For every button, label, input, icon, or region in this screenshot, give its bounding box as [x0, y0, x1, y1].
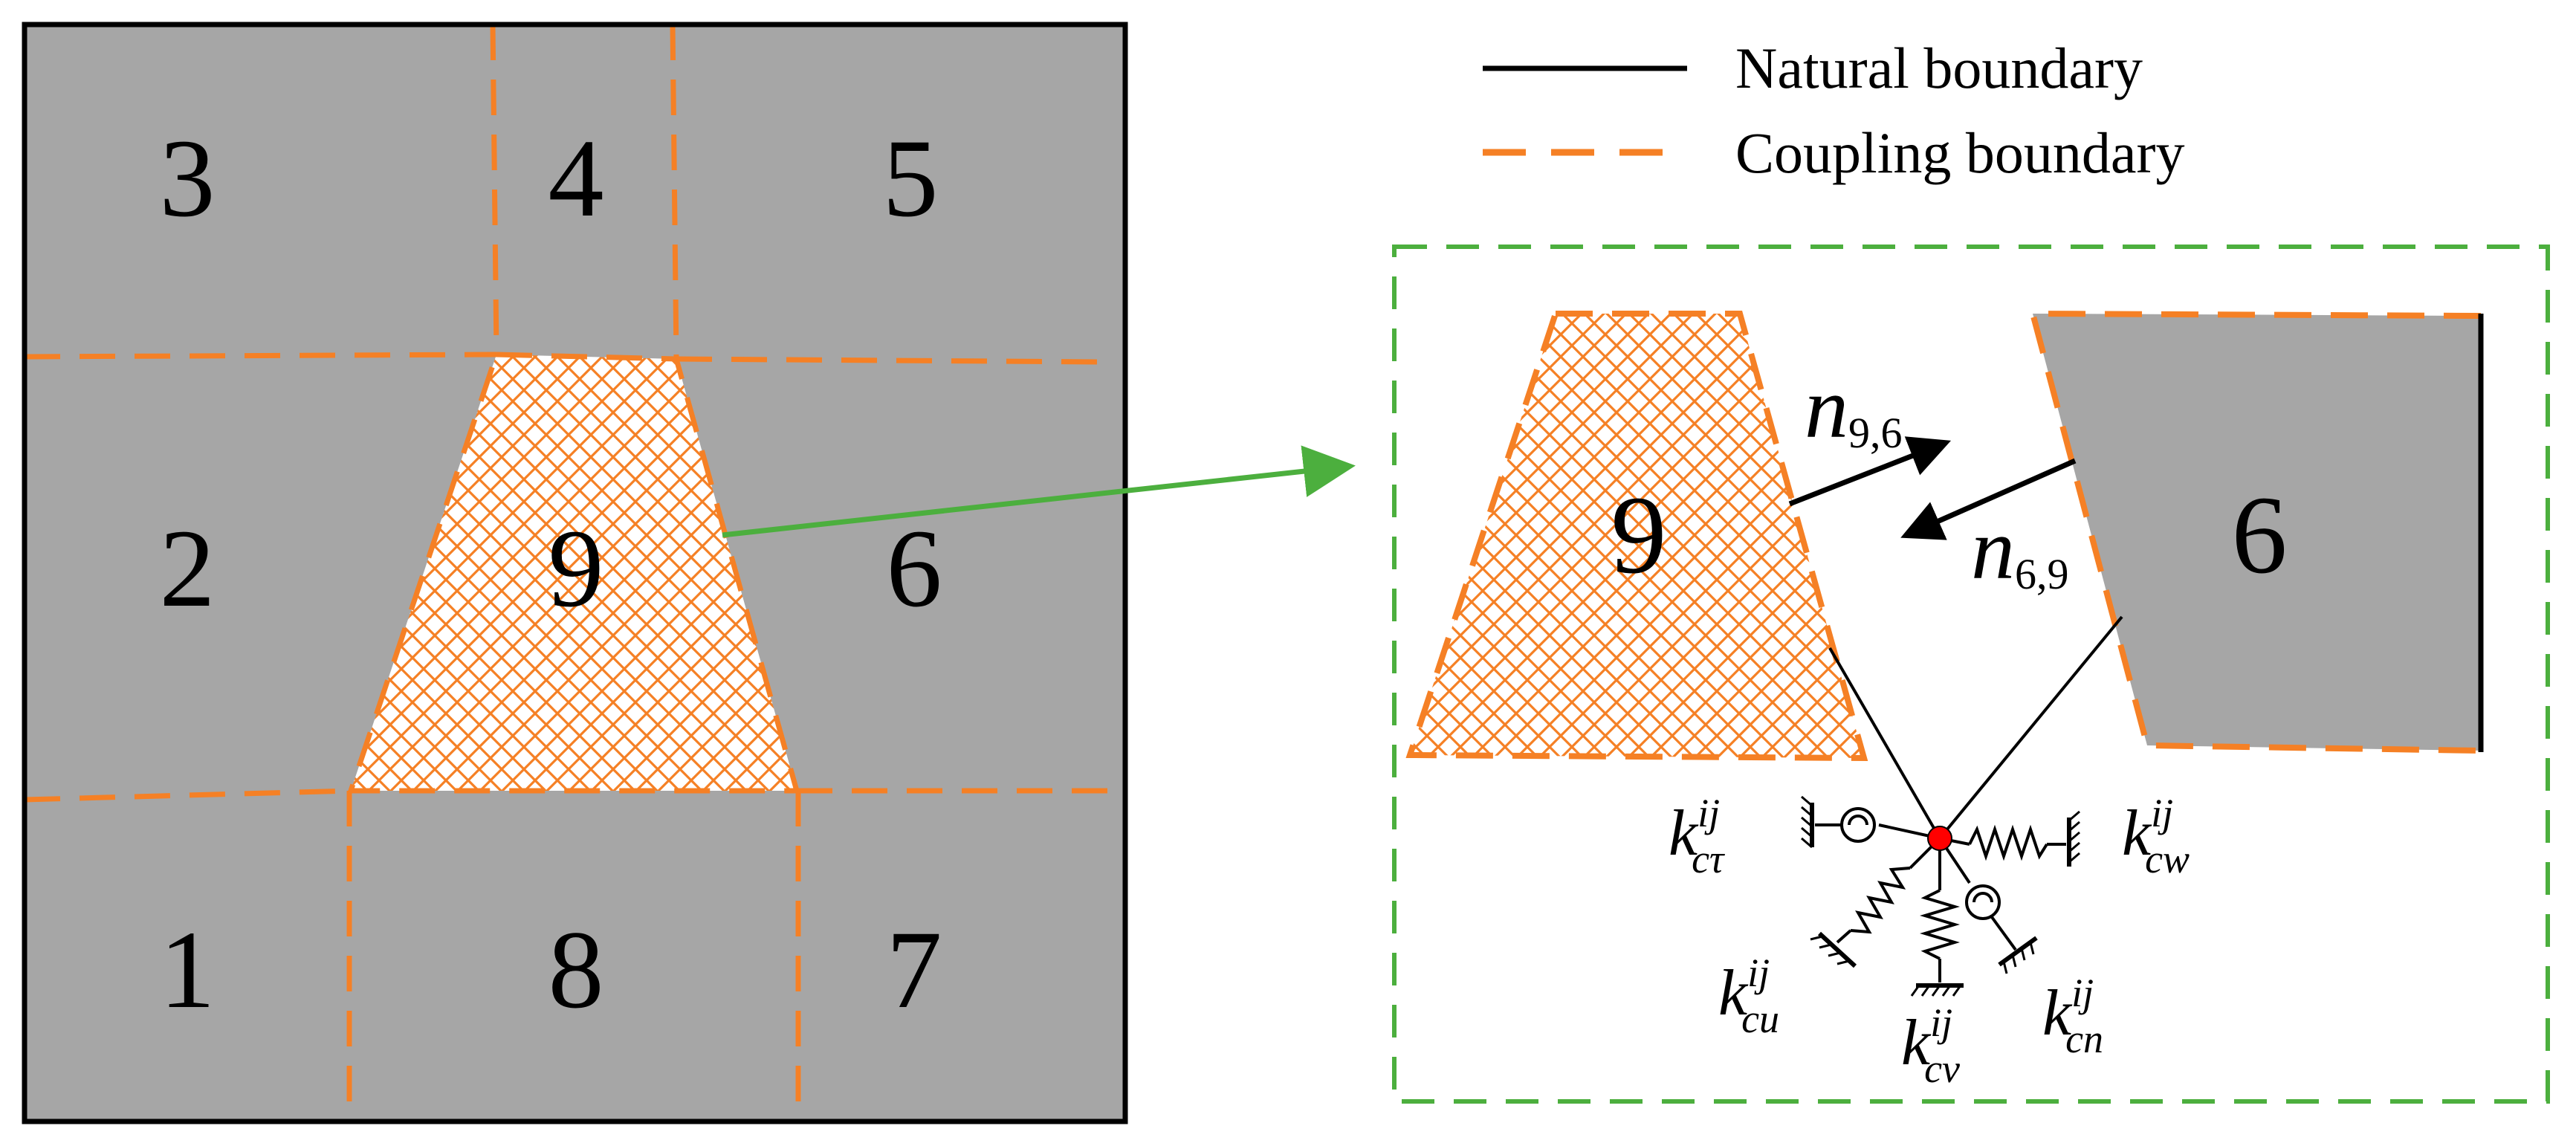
normal-9-6-label: n9,6	[1805, 359, 1903, 457]
normal-6-9-arrow	[1900, 458, 2077, 540]
coupling-node	[1927, 826, 1952, 851]
legend: Natural boundary Coupling boundary	[1483, 36, 2184, 185]
zoom-region-6-label: 6	[2232, 473, 2288, 597]
legend-natural-label: Natural boundary	[1735, 36, 2143, 100]
zoom-panel: 9 6 n9,6 n6,9	[1392, 245, 2550, 1104]
zoom-region-6	[2033, 314, 2481, 751]
region-9-label: 9	[548, 507, 604, 630]
zoom-arrow	[722, 445, 1356, 538]
domain-panel: 3 4 5 2 9 6 1 8 7	[22, 22, 1128, 1124]
region-1-label: 1	[160, 908, 216, 1032]
region-2-label: 2	[160, 507, 216, 630]
zoom-frame	[1392, 245, 2550, 1104]
region-8-label: 8	[548, 908, 604, 1032]
zoom-region-9-label: 9	[1611, 473, 1667, 597]
region-4-label: 4	[548, 117, 604, 240]
region-3-label: 3	[160, 117, 216, 240]
normal-6-9-label: n6,9	[1971, 500, 2069, 598]
zoom-region-9	[1410, 314, 1864, 758]
region-5-label: 5	[883, 117, 939, 240]
normal-9-6-arrow	[1788, 436, 1952, 507]
coupling-boundaries	[24, 24, 1125, 1121]
spring-cu-icon	[1850, 867, 1911, 934]
region-9-hatched	[351, 355, 797, 791]
region-7-label: 7	[887, 908, 942, 1032]
link-line-9	[1828, 647, 1941, 840]
rotational-spring-ctau-icon	[1840, 807, 1877, 843]
rotational-spring-cn-icon	[1965, 884, 2001, 920]
zoom-region-9-boundary	[1405, 311, 1868, 762]
spring-cv-icon	[1920, 889, 1960, 960]
link-line-6	[1938, 615, 2123, 840]
legend-coupling-label: Coupling boundary	[1735, 120, 2184, 185]
region-6-label: 6	[887, 507, 942, 630]
spring-cw-icon	[1968, 824, 2048, 861]
spring-assembly	[1801, 795, 2080, 997]
domain-frame	[22, 22, 1128, 1124]
